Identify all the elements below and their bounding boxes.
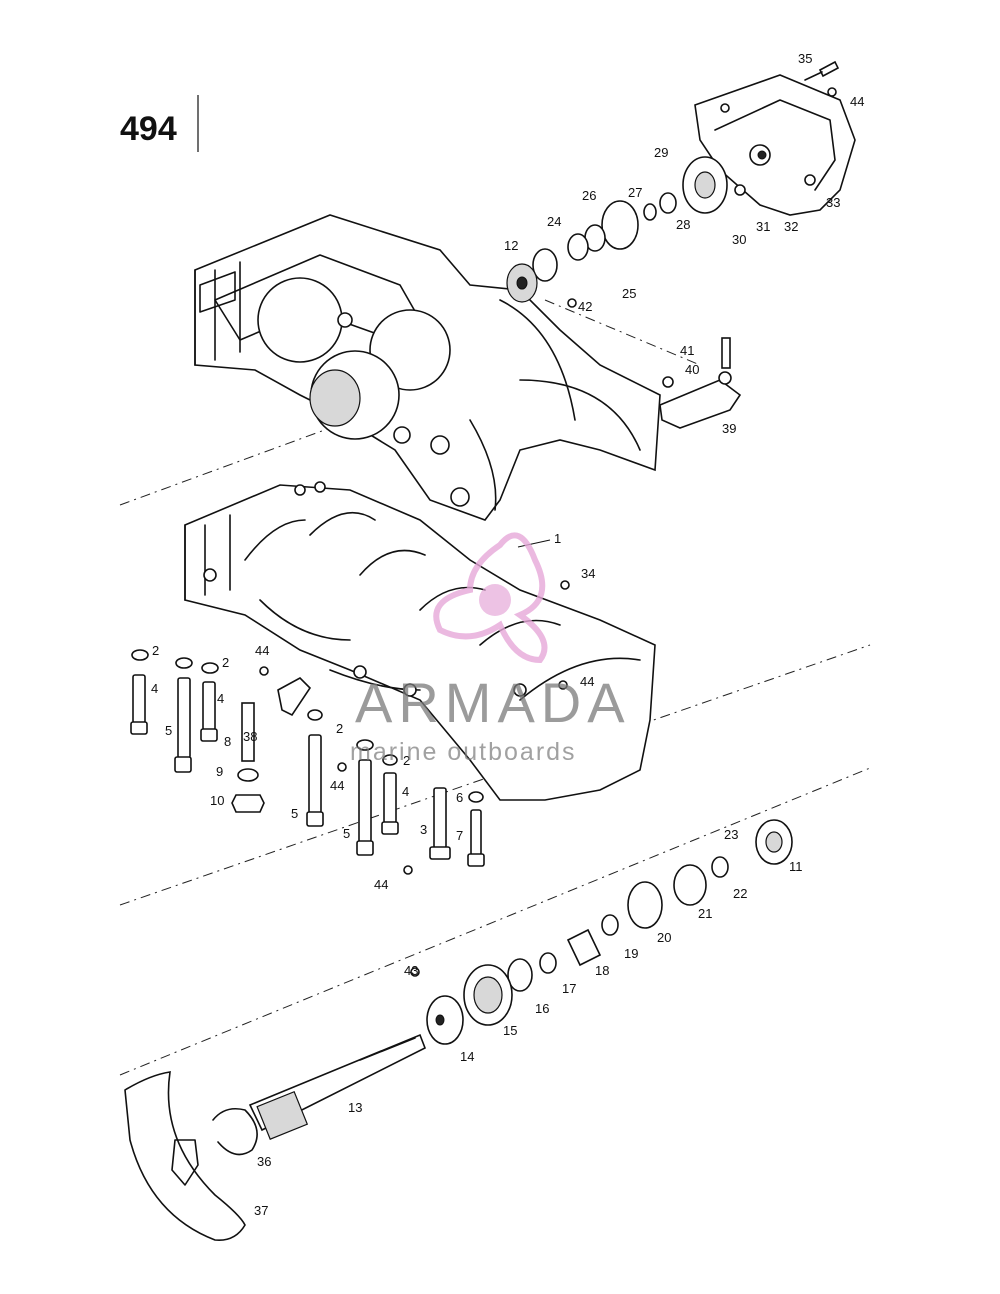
bolt-35 xyxy=(804,60,840,81)
callout-16: 16 xyxy=(535,1001,549,1016)
callout-31: 31 xyxy=(756,219,770,234)
callout-25: 25 xyxy=(622,286,636,301)
callout-5: 5 xyxy=(343,826,350,841)
watermark-tagline: marine outboards xyxy=(350,738,577,766)
callout-2: 2 xyxy=(336,721,343,736)
callout-19: 19 xyxy=(624,946,638,961)
drive-shaft-assembly xyxy=(248,819,793,1140)
watermark-logo xyxy=(433,532,548,664)
callout-6: 6 xyxy=(456,790,463,805)
page-number: 494 xyxy=(120,110,177,148)
callout-3: 3 xyxy=(420,822,427,837)
callout-35: 35 xyxy=(798,51,812,66)
callout-32: 32 xyxy=(784,219,798,234)
callout-13: 13 xyxy=(348,1100,362,1115)
callout-23: 23 xyxy=(724,827,738,842)
callout-2: 2 xyxy=(403,753,410,768)
callout-12: 12 xyxy=(504,238,518,253)
rotary-valve-stack xyxy=(506,156,728,308)
callout-36: 36 xyxy=(257,1154,271,1169)
callout-44: 44 xyxy=(850,94,864,109)
callout-10: 10 xyxy=(210,793,224,808)
callout-2: 2 xyxy=(152,643,159,658)
callout-44: 44 xyxy=(255,643,269,658)
callout-4: 4 xyxy=(151,681,158,696)
watermark-brand: ARMADA xyxy=(355,671,631,734)
callout-22: 22 xyxy=(733,886,747,901)
callout-33: 33 xyxy=(826,195,840,210)
callout-27: 27 xyxy=(628,185,642,200)
callout-20: 20 xyxy=(657,930,671,945)
callout-1: 1 xyxy=(554,531,561,546)
callout-24: 24 xyxy=(547,214,561,229)
callout-9: 9 xyxy=(216,764,223,779)
lower-crankcase-half xyxy=(184,481,656,801)
callout-17: 17 xyxy=(562,981,576,996)
callout-39: 39 xyxy=(722,421,736,436)
page-number-box: 494 xyxy=(120,95,199,152)
callout-40: 40 xyxy=(685,362,699,377)
bracket-39 xyxy=(659,337,742,429)
callout-4: 4 xyxy=(402,784,409,799)
callout-37: 37 xyxy=(254,1203,268,1218)
callout-44: 44 xyxy=(580,674,594,689)
callout-29: 29 xyxy=(654,145,668,160)
upper-crankcase-half xyxy=(194,214,661,521)
callout-41: 41 xyxy=(680,343,694,358)
callout-11: 11 xyxy=(789,859,803,874)
callout-4: 4 xyxy=(217,691,224,706)
callout-8: 8 xyxy=(224,734,231,749)
callout-30: 30 xyxy=(732,232,746,247)
rotary-valve-cover xyxy=(694,74,856,216)
callout-28: 28 xyxy=(676,217,690,232)
callout-21: 21 xyxy=(698,906,712,921)
callout-15: 15 xyxy=(503,1023,517,1038)
callout-44: 44 xyxy=(330,778,344,793)
callout-2: 2 xyxy=(222,655,229,670)
callout-14: 14 xyxy=(460,1049,474,1064)
crankcase-fasteners xyxy=(130,87,837,977)
callout-42: 42 xyxy=(578,299,592,314)
callout-34: 34 xyxy=(581,566,595,581)
callout-5: 5 xyxy=(291,806,298,821)
callout-5: 5 xyxy=(165,723,172,738)
callout-26: 26 xyxy=(582,188,596,203)
callout-labels: 1 2 2 2 2 3 4 4 4 5 5 5 6 7 8 9 10 11 12… xyxy=(151,51,864,1218)
callout-44: 44 xyxy=(374,877,388,892)
armada-watermark: ARMADA marine outboards xyxy=(350,532,631,766)
callout-43: 43 xyxy=(404,963,418,978)
cover-plate-37 xyxy=(124,1071,258,1242)
callout-7: 7 xyxy=(456,828,463,843)
callout-18: 18 xyxy=(595,963,609,978)
callout-38: 38 xyxy=(243,729,257,744)
